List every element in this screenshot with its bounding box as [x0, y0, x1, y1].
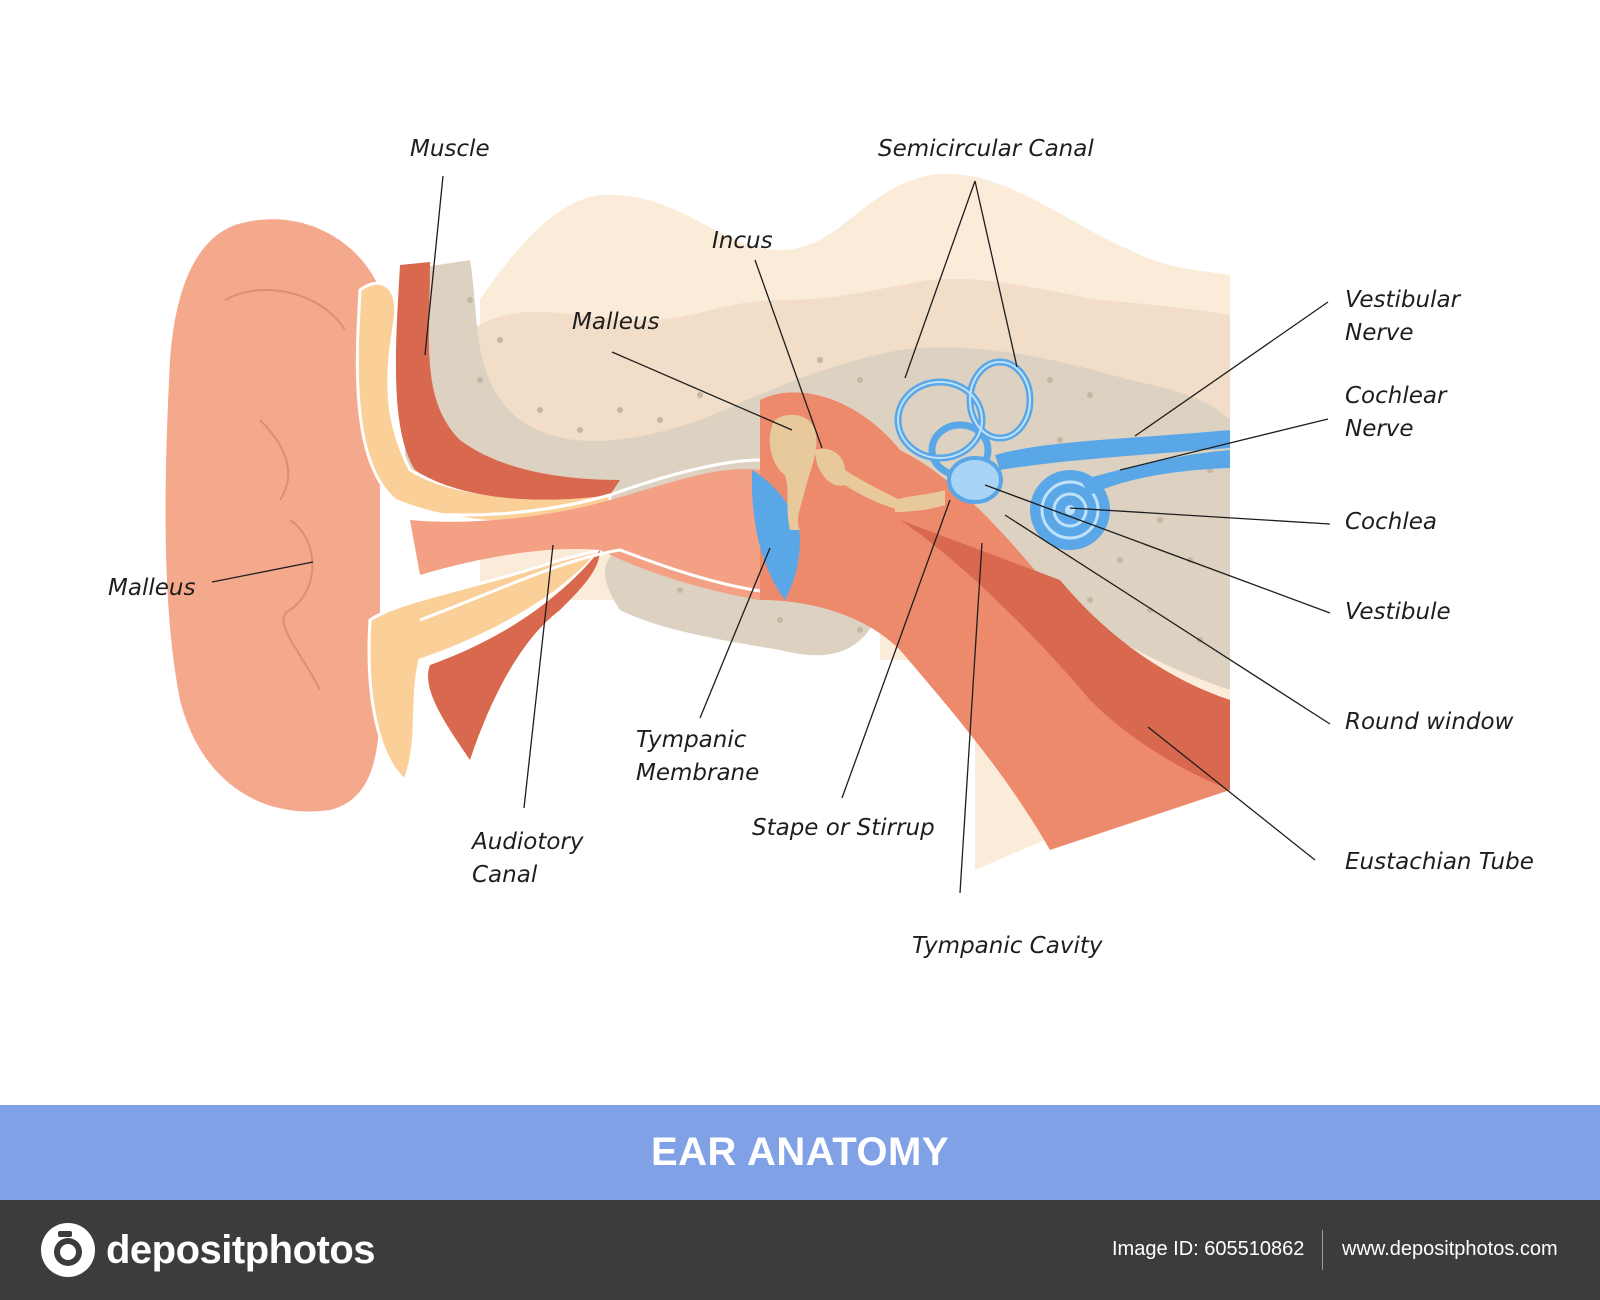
- footer-bar: depositphotos Image ID: 605510862 www.de…: [0, 1200, 1600, 1300]
- pinna-fold-2: [259, 419, 290, 501]
- diagram-title: EAR ANATOMY: [650, 1130, 950, 1174]
- label-eustachian-tube: Eustachian Tube: [1345, 849, 1534, 875]
- label-semicircular-canal: Semicircular Canal: [878, 136, 1094, 162]
- image-id-text: Image ID: 605510862: [1112, 1238, 1305, 1260]
- label-vestibular-nerve-line2: Nerve: [1345, 320, 1414, 346]
- label-round-window: Round window: [1345, 709, 1514, 735]
- label-stape: Stape or Stirrup: [752, 815, 935, 841]
- site-url-link[interactable]: www.depositphotos.com: [1342, 1238, 1558, 1260]
- tympanic-membrane: [751, 470, 800, 600]
- pinna-fold-1: [224, 289, 346, 331]
- label-cochlear-nerve-line1: Cochlear: [1345, 383, 1447, 409]
- semicircular-canals-inner: [897, 361, 1031, 459]
- ear-cartilage-lower: [367, 547, 604, 783]
- cochlear-nerve: [1080, 450, 1230, 495]
- title-bar: EAR ANATOMY: [0, 1105, 1600, 1200]
- label-tympanic-membrane-line2: Membrane: [636, 760, 760, 786]
- label-malleus-top: Malleus: [572, 309, 660, 335]
- label-cochlea: Cochlea: [1345, 509, 1437, 535]
- vestibular-nerve: [995, 430, 1230, 470]
- label-cochlear-nerve-line2: Nerve: [1345, 416, 1414, 442]
- label-vestibular-nerve-line1: Vestibular: [1345, 287, 1461, 313]
- malleus-bone: [769, 414, 817, 530]
- label-vestibular-nerve: Vestibular Nerve: [1345, 284, 1460, 350]
- middle-ear-cavity: [760, 392, 1230, 850]
- footer-divider: [1322, 1230, 1323, 1270]
- leader-lines: [211, 175, 1331, 894]
- eustachian-tube-dark: [900, 520, 1230, 790]
- depositphotos-logo[interactable]: depositphotos: [40, 1222, 376, 1278]
- label-malleus-left: Malleus: [108, 575, 196, 601]
- label-auditory-canal: Audiotory Canal: [472, 826, 584, 892]
- label-auditory-canal-line1: Audiotory: [472, 829, 584, 855]
- ear-illustration: [165, 173, 1331, 894]
- outer-ear-pinna: [165, 219, 380, 812]
- ear-muscle-lower: [428, 550, 600, 760]
- incus-bone: [815, 448, 900, 510]
- camera-logo-icon: [41, 1223, 95, 1277]
- stapes-bone: [895, 490, 945, 512]
- label-cochlear-nerve: Cochlear Nerve: [1345, 380, 1446, 446]
- label-muscle: Muscle: [410, 136, 490, 162]
- label-incus: Incus: [712, 228, 773, 254]
- label-vestibule: Vestibule: [1345, 599, 1451, 625]
- label-tympanic-membrane-line1: Tympanic: [636, 727, 747, 753]
- ear-anatomy-diagram: Muscle Semicircular Canal Incus Malleus …: [108, 136, 1534, 959]
- label-tympanic-cavity: Tympanic Cavity: [912, 933, 1103, 959]
- label-auditory-canal-line2: Canal: [472, 862, 538, 888]
- label-tympanic-membrane: Tympanic Membrane: [636, 724, 759, 790]
- canal-outline-top: [394, 458, 761, 517]
- ear-muscle-upper: [395, 262, 620, 500]
- logo-text: depositphotos: [106, 1227, 376, 1272]
- vestibule: [947, 456, 1003, 504]
- pinna-fold-3: [282, 519, 321, 691]
